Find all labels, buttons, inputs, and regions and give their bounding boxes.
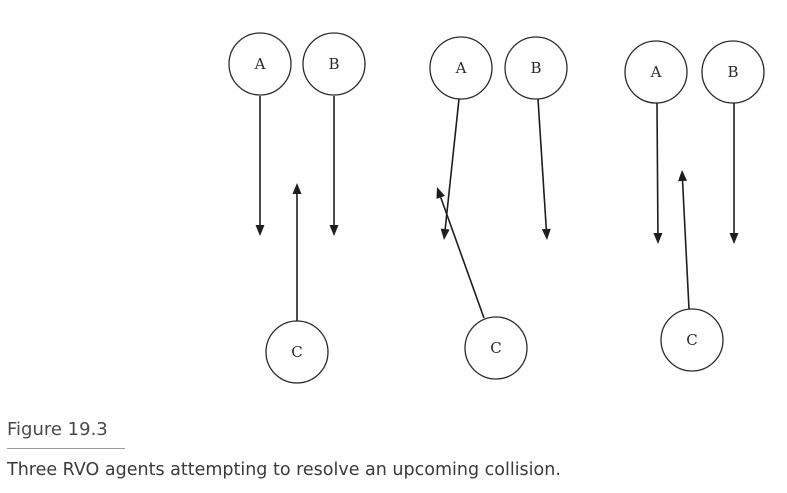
- velocity-arrow-a: [255, 96, 265, 236]
- panel-3: A B C: [624, 40, 765, 372]
- agent-label: B: [727, 63, 738, 81]
- agent-label: B: [328, 55, 339, 73]
- agent-label: A: [650, 63, 662, 81]
- agent-c-panel-3: C: [660, 308, 724, 372]
- velocity-arrow-a: [653, 102, 663, 244]
- agent-label: A: [455, 59, 467, 77]
- velocity-arrow-b: [729, 103, 739, 244]
- agent-a-panel-2: A: [429, 36, 493, 100]
- agent-label: A: [254, 55, 266, 73]
- rvo-diagram: A B C A B C A B C: [228, 32, 765, 384]
- figure-number: Figure 19.3: [7, 419, 125, 449]
- velocity-arrow-c: [436, 187, 485, 319]
- agent-label: C: [490, 339, 501, 357]
- velocity-arrow-a: [440, 98, 460, 240]
- agent-label: B: [530, 59, 541, 77]
- agent-label: C: [686, 331, 697, 349]
- velocity-arrow-c: [678, 170, 690, 310]
- figure-caption: Three RVO agents attempting to resolve a…: [7, 460, 561, 480]
- agent-b-panel-2: B: [504, 36, 568, 100]
- panel-2: A B C: [429, 36, 568, 380]
- agent-b-panel-3: B: [701, 40, 765, 104]
- agent-c-panel-2: C: [464, 316, 528, 380]
- panel-1: A B C: [228, 32, 366, 384]
- agent-c-panel-1: C: [265, 320, 329, 384]
- velocity-arrow-c: [292, 183, 302, 321]
- velocity-arrow-b: [537, 98, 551, 240]
- agent-a-panel-3: A: [624, 40, 688, 104]
- agent-b-panel-1: B: [302, 32, 366, 96]
- agent-label: C: [291, 343, 302, 361]
- agent-a-panel-1: A: [228, 32, 292, 96]
- velocity-arrow-b: [329, 96, 339, 236]
